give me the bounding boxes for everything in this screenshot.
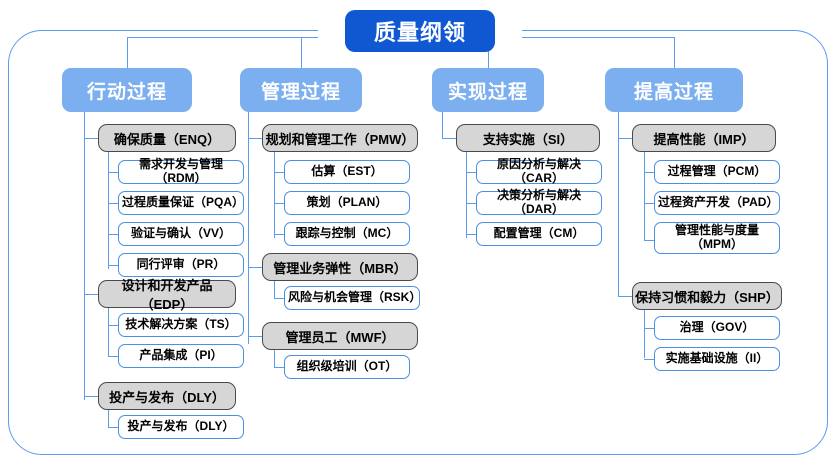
leaf-box-est[interactable]: 估算（EST）: [284, 160, 410, 184]
col2-stub-g1: [248, 138, 262, 140]
col1-stub-g2: [84, 294, 98, 296]
col2-g1-trunk: [274, 152, 276, 238]
column-header-2[interactable]: 管理过程: [240, 68, 362, 112]
group-box-shp[interactable]: 保持习惯和毅力（SHP）: [632, 282, 782, 310]
col3-g1-trunk: [466, 152, 468, 238]
leaf-box-pr[interactable]: 同行评审（PR）: [118, 253, 244, 277]
col1-g3-stub-1: [108, 427, 118, 429]
header-drop-2: [301, 37, 303, 69]
col2-g3-trunk: [274, 350, 276, 367]
col4-stub-g2: [618, 296, 632, 298]
leaf-box-pad[interactable]: 过程资产开发（PAD）: [654, 191, 780, 215]
leaf-box-mpm[interactable]: 管理性能与度量（MPM）: [654, 222, 780, 254]
group-box-mwf[interactable]: 管理员工（MWF）: [262, 322, 418, 350]
header-drop-1: [127, 37, 129, 69]
root-title: 质量纲领: [345, 10, 495, 52]
col1-g1-trunk: [108, 152, 110, 269]
col1-g1-stub-1: [108, 172, 118, 174]
col2-trunk: [248, 112, 250, 344]
col2-g2-trunk: [274, 281, 276, 298]
col1-g1-stub-2: [108, 203, 118, 205]
col4-trunk: [618, 112, 620, 296]
leaf-box-ot[interactable]: 组织级培训（OT）: [284, 355, 410, 379]
col2-g1-stub-2: [274, 203, 284, 205]
col1-g2-stub-1: [108, 325, 118, 327]
frame-gap-left: [318, 24, 346, 38]
header-drop-4: [674, 37, 676, 69]
col1-trunk: [84, 112, 86, 400]
leaf-box-cm[interactable]: 配置管理（CM）: [476, 222, 602, 246]
col1-g1-stub-4: [108, 265, 118, 267]
leaf-box-dar[interactable]: 决策分析与解决（DAR）: [476, 188, 602, 216]
column-header-1[interactable]: 行动过程: [62, 68, 192, 112]
col4-stub-g1: [618, 138, 632, 140]
leaf-box-rdm[interactable]: 需求开发与管理（RDM）: [118, 157, 244, 185]
leaf-box-car[interactable]: 原因分析与解决（CAR）: [476, 157, 602, 185]
col1-g2-stub-2: [108, 356, 118, 358]
leaf-box-pi[interactable]: 产品集成（PI）: [118, 344, 244, 368]
col3-g1-stub-1: [466, 172, 476, 174]
col4-g2-trunk: [644, 310, 646, 358]
col3-g1-stub-2: [466, 203, 476, 205]
leaf-box-ii[interactable]: 实施基础设施（II）: [654, 347, 780, 371]
leaf-box-plan[interactable]: 策划（PLAN）: [284, 191, 410, 215]
col3-stub-g1: [442, 138, 456, 140]
leaf-box-gov[interactable]: 治理（GOV）: [654, 316, 780, 340]
col4-g1-stub-3: [644, 240, 654, 242]
col1-stub-g3: [84, 396, 98, 398]
root-spine-right: [494, 37, 674, 39]
col4-g1-stub-1: [644, 172, 654, 174]
column-header-4[interactable]: 提高过程: [605, 68, 743, 112]
group-box-enq[interactable]: 确保质量（ENQ）: [98, 124, 236, 152]
col2-g2-stub-1: [274, 298, 284, 300]
leaf-box-vv[interactable]: 验证与确认（VV）: [118, 222, 244, 246]
col4-g2-stub-2: [644, 359, 654, 361]
col1-g1-stub-3: [108, 234, 118, 236]
leaf-box-pqa[interactable]: 过程质量保证（PQA）: [118, 191, 244, 215]
leaf-box-pcm[interactable]: 过程管理（PCM）: [654, 160, 780, 184]
leaf-box-ts[interactable]: 技术解决方案（TS）: [118, 313, 244, 337]
col2-g1-stub-3: [274, 234, 284, 236]
col4-g1-trunk: [644, 152, 646, 240]
col2-g1-stub-1: [274, 172, 284, 174]
col2-g3-stub-1: [274, 367, 284, 369]
col1-g2-trunk: [108, 308, 110, 356]
group-box-dly[interactable]: 投产与发布（DLY）: [98, 382, 236, 410]
group-box-pmw[interactable]: 规划和管理工作（PMW）: [262, 124, 418, 152]
col4-g2-stub-1: [644, 328, 654, 330]
group-box-mbr[interactable]: 管理业务弹性（MBR）: [262, 253, 418, 281]
column-header-3[interactable]: 实现过程: [432, 68, 544, 112]
col2-stub-g3: [248, 336, 262, 338]
leaf-box-dly-child[interactable]: 投产与发布（DLY）: [118, 415, 244, 439]
frame-gap-right: [494, 24, 522, 38]
col2-stub-g2: [248, 267, 262, 269]
leaf-box-mc[interactable]: 跟踪与控制（MC）: [284, 222, 410, 246]
col3-g1-stub-3: [466, 234, 476, 236]
leaf-box-rsk[interactable]: 风险与机会管理（RSK）: [284, 286, 421, 310]
col1-g3-trunk: [108, 410, 110, 427]
col3-trunk: [442, 112, 444, 138]
group-box-edp[interactable]: 设计和开发产品（EDP）: [98, 278, 236, 312]
group-box-si[interactable]: 支持实施（SI）: [456, 124, 600, 152]
header-drop-3: [488, 37, 490, 69]
group-box-imp[interactable]: 提高性能（IMP）: [632, 124, 776, 152]
root-spine-left: [127, 37, 419, 39]
col1-stub-g1: [84, 138, 98, 140]
col4-g1-stub-2: [644, 203, 654, 205]
